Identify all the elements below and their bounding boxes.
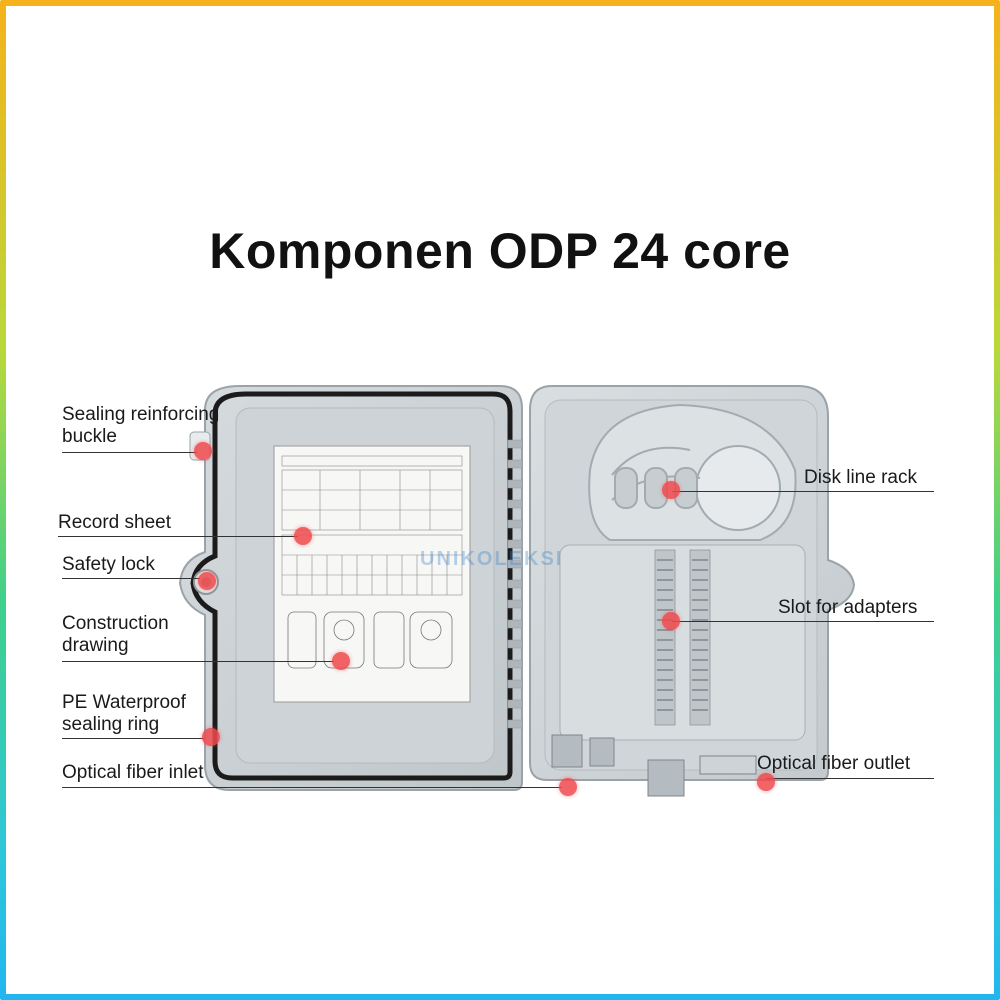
marker-adapter-slot (662, 612, 680, 630)
fiber-ports (551, 734, 757, 797)
marker-safety-lock (198, 572, 216, 590)
hinge-teeth (507, 439, 523, 729)
label-adapter-slot: Slot for adapters (778, 597, 918, 618)
leader-fiber-outlet (766, 778, 934, 779)
mini-drawings (287, 611, 453, 669)
label-pe-ring-line2: sealing ring (62, 714, 160, 735)
label-fiber-inlet: Optical fiber inlet (62, 762, 204, 783)
leader-safety-lock (62, 578, 200, 579)
label-construction-drawing: Construction drawing (62, 613, 169, 657)
marker-fiber-inlet (559, 778, 577, 796)
record-sheet-paper (273, 445, 471, 703)
label-fiber-outlet: Optical fiber outlet (757, 753, 911, 774)
marker-fiber-outlet (757, 773, 775, 791)
leader-fiber-inlet (62, 787, 562, 788)
marker-pe-ring (202, 728, 220, 746)
label-pe-ring-line1: PE Waterproof (62, 692, 186, 713)
leader-disk-rack (672, 491, 934, 492)
label-construction-drawing-line2: drawing (62, 635, 129, 656)
marker-sealing-buckle (194, 442, 212, 460)
leader-record-sheet (58, 536, 298, 537)
leader-sealing-buckle (62, 452, 197, 453)
page-title: Komponen ODP 24 core (209, 223, 791, 279)
label-sealing-buckle-line2: buckle (62, 426, 117, 447)
marker-disk-rack (662, 481, 680, 499)
label-construction-drawing-line1: Construction (62, 613, 169, 634)
leader-construction-drawing (62, 661, 334, 662)
marker-record-sheet (294, 527, 312, 545)
label-sealing-buckle: Sealing reinforcing buckle (62, 404, 219, 448)
leader-adapter-slot (672, 621, 934, 622)
leader-pe-ring (62, 738, 204, 739)
base-panel (529, 385, 856, 797)
watermark: UNIKOLEKSI (420, 548, 564, 570)
label-safety-lock: Safety lock (62, 554, 155, 575)
label-sealing-buckle-line1: Sealing reinforcing (62, 404, 220, 425)
disk-rack (588, 403, 797, 541)
marker-construction-drawing (332, 652, 350, 670)
label-disk-rack: Disk line rack (804, 467, 917, 488)
label-record-sheet: Record sheet (58, 512, 172, 533)
adapter-slot-columns (654, 549, 711, 726)
label-pe-ring: PE Waterproof sealing ring (62, 692, 186, 736)
